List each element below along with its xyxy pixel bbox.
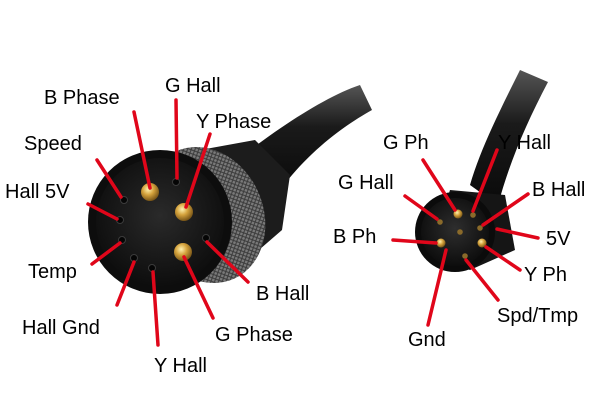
label-y-hall: Y Hall	[154, 355, 207, 377]
left-phase-pin-bottom	[174, 243, 192, 261]
label-temp: Temp	[28, 261, 77, 283]
leader-temp	[90, 241, 122, 266]
label-hall-gnd: Hall Gnd	[22, 317, 100, 339]
leader-hall-5v	[86, 202, 119, 221]
left-phase-pin-mid	[175, 203, 193, 221]
leader-b-hall-r	[481, 192, 530, 227]
label-g-hall-right: G Hall	[338, 172, 394, 194]
left-pin-hole	[120, 196, 128, 204]
leader-g-hall-r	[403, 194, 439, 221]
left-leader-lines	[86, 98, 250, 347]
right-pin-y-ph	[477, 238, 487, 248]
leader-speed	[95, 158, 123, 199]
leader-g-hall	[174, 98, 179, 180]
label-b-ph: B Ph	[333, 226, 376, 248]
label-b-phase: B Phase	[44, 87, 120, 109]
right-small-pin	[462, 253, 468, 259]
label-hall-5v: Hall 5V	[5, 181, 70, 203]
label-gnd: Gnd	[408, 329, 446, 351]
label-b-hall-right: B Hall	[532, 179, 585, 201]
right-small-pin	[477, 225, 483, 231]
right-small-pins	[437, 212, 483, 259]
label-5v: 5V	[546, 228, 571, 250]
label-y-phase: Y Phase	[196, 111, 271, 133]
right-labels: G Ph Y Hall G Hall B Hall B Ph 5V Y Ph S…	[333, 132, 585, 351]
right-small-pin	[457, 229, 463, 235]
right-pin-b-ph	[436, 238, 446, 248]
leader-g-phase	[182, 255, 215, 320]
label-g-ph: G Ph	[383, 132, 429, 154]
leader-y-phase	[184, 132, 212, 209]
right-leader-lines	[391, 148, 540, 327]
label-g-hall: G Hall	[165, 75, 221, 97]
leader-b-ph	[391, 238, 438, 245]
label-speed: Speed	[24, 133, 82, 155]
right-small-pin	[437, 219, 443, 225]
left-pin-hole	[148, 264, 156, 272]
leader-y-hall-r	[471, 148, 499, 213]
leader-g-ph	[421, 158, 457, 212]
label-g-phase: G Phase	[215, 324, 293, 346]
left-labels: B Phase G Hall Y Phase Speed Hall 5V Tem…	[5, 75, 309, 377]
leader-gnd	[426, 248, 448, 327]
leader-b-hall	[205, 240, 250, 284]
left-phase-pin-top	[141, 183, 159, 201]
leader-y-hall	[151, 270, 160, 347]
left-pin-hole	[202, 234, 210, 242]
leader-y-ph	[484, 245, 522, 272]
label-spd-tmp: Spd/Tmp	[497, 305, 578, 327]
left-pin-hole	[172, 178, 180, 186]
leader-spd-tmp	[464, 258, 500, 302]
right-pin-g-ph	[453, 209, 463, 219]
label-y-ph: Y Ph	[524, 264, 567, 286]
leader-hall-gnd	[115, 260, 136, 307]
label-b-hall: B Hall	[256, 283, 309, 305]
leader-5v	[495, 227, 540, 240]
left-cable	[250, 85, 372, 190]
label-y-hall-right: Y Hall	[498, 132, 551, 154]
left-connector-face	[96, 158, 224, 286]
right-small-pin	[470, 212, 476, 218]
leader-b-phase	[132, 110, 152, 190]
